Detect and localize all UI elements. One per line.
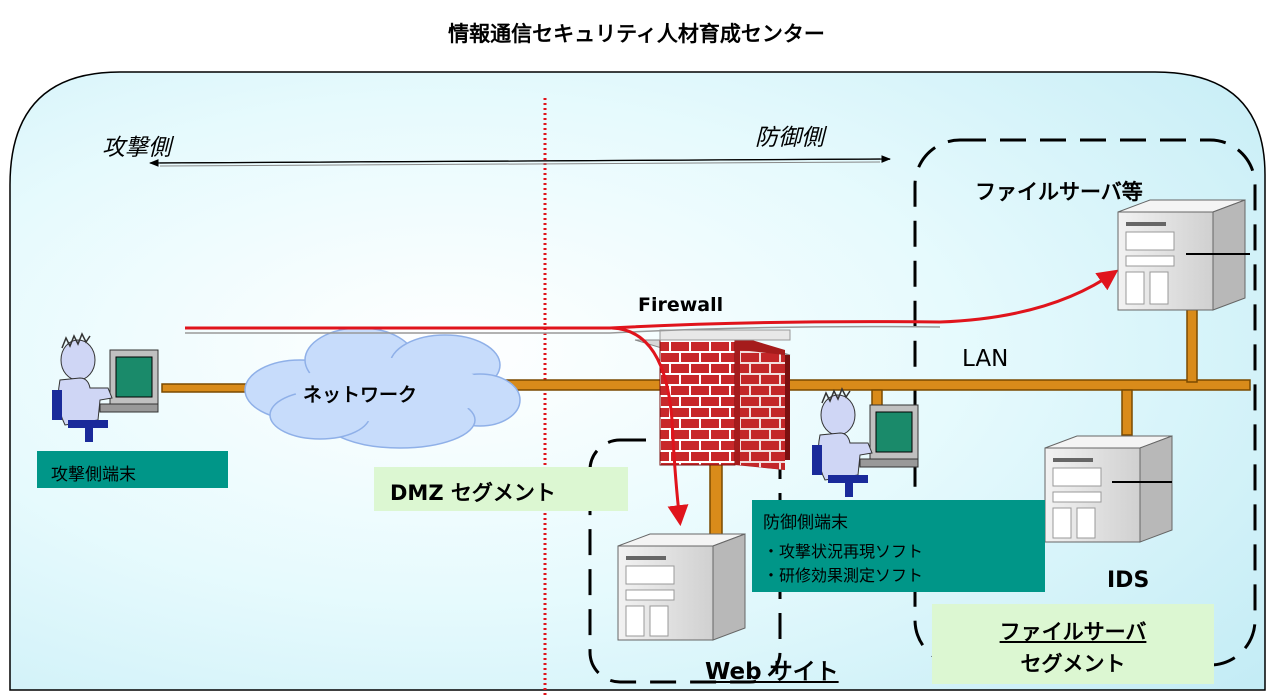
file-server-segment-box: ファイルサーバ セグメント [932,604,1214,684]
lan-label: LAN [962,346,1009,372]
dmz-segment-box: DMZ セグメント [374,467,628,511]
web-server-tower [617,533,746,641]
firewall-wall [634,329,791,470]
defender-terminal-title: 防御側端末 [763,513,848,533]
ids-label: IDS [1107,568,1150,593]
defender-terminal-item: ・研修効果測定ソフト [763,566,924,585]
defender-terminal-box: 防御側端末 ・攻撃状況再現ソフト ・研修効果測定ソフト [752,500,1045,592]
page-title: 情報通信セキュリティ人材育成センター [448,22,825,46]
defender-terminal-item: ・攻撃状況再現ソフト [763,542,924,561]
attacker-terminal-box: 攻撃側端末 [37,451,228,488]
attacker-terminal-label: 攻撃側端末 [51,465,136,485]
attack-path-dmz [611,326,689,527]
firewall-label: Firewall [638,294,724,316]
attack-path-main [185,269,1119,330]
side-arrow [149,155,891,167]
file-server-segment-border [913,138,1257,667]
file-server-segment-line2: セグメント [1020,652,1126,676]
web-site-label: Web サイト [705,659,839,685]
file-server-tower [1117,199,1250,311]
ids-server-tower [1044,435,1173,543]
attacker-figure [52,332,159,442]
file-server-label: ファイルサーバ等 [975,180,1143,204]
attacker-side-label: 攻撃側 [102,135,171,161]
defender-figure [812,387,919,497]
network-label: ネットワーク [303,384,418,406]
file-server-segment-line1: ファイルサーバ [999,620,1147,644]
dmz-segment-label: DMZ セグメント [390,481,556,505]
defender-side-label: 防御側 [755,125,824,151]
network-cloud [244,327,521,449]
